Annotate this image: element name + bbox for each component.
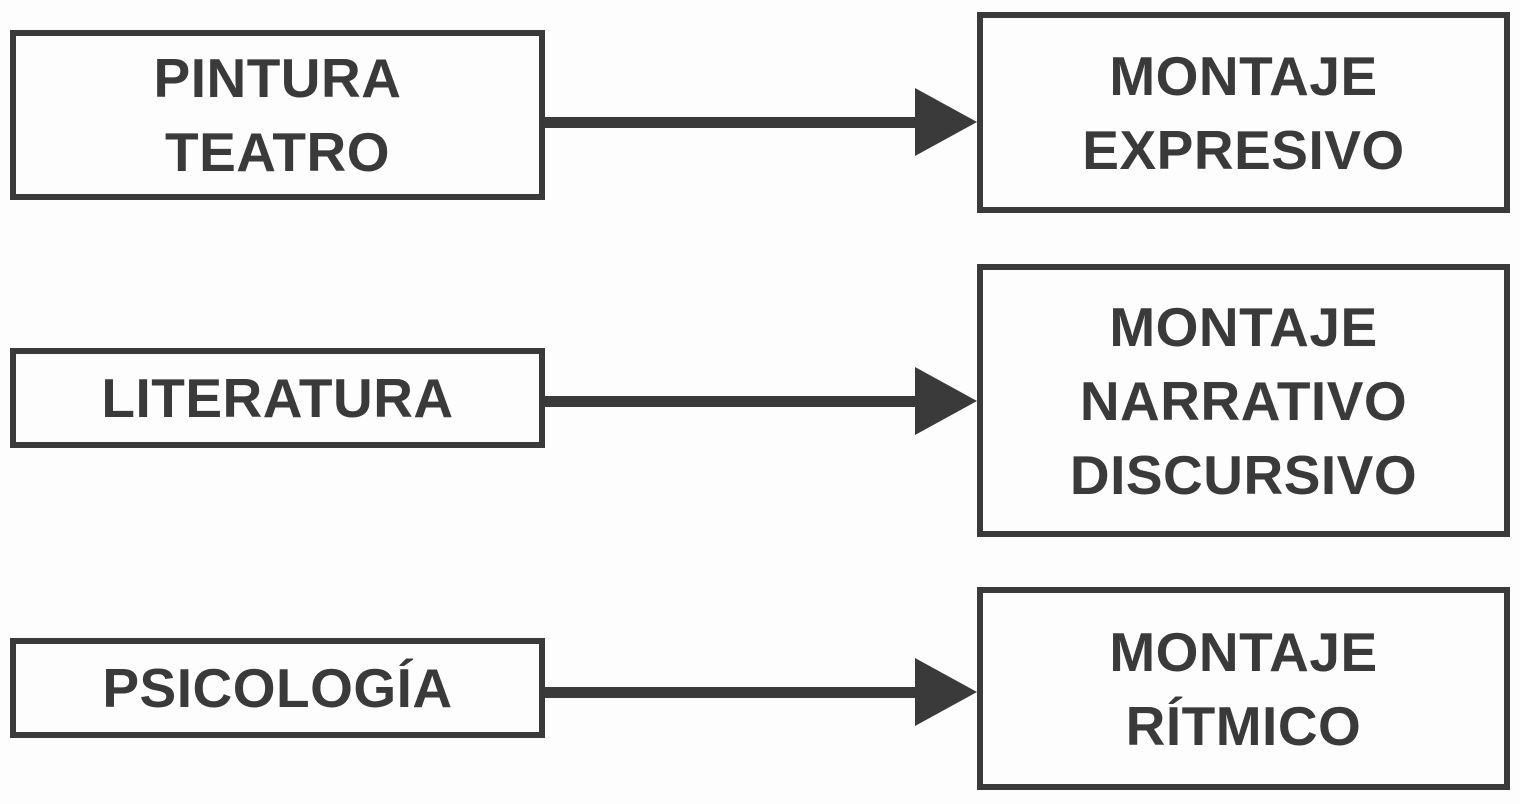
arrow-shaft (545, 116, 920, 128)
box-label-line: DISCURSIVO (1069, 443, 1418, 506)
box-label-line: NARRATIVO (1079, 369, 1408, 432)
box-label-line: PINTURA (153, 47, 402, 109)
right-arrow-icon (545, 657, 977, 727)
arrow-shaft (545, 395, 920, 407)
source-box-literatura: LITERATURA (10, 348, 545, 448)
right-arrow-icon (545, 366, 977, 436)
arrow-shaft (545, 686, 920, 698)
target-box-montaje-narrativo-discursivo: MONTAJE NARRATIVO DISCURSIVO (977, 264, 1510, 537)
box-label-line: EXPRESIVO (1082, 118, 1405, 181)
arrow-head (915, 88, 977, 156)
box-label-line: MONTAJE (1109, 44, 1378, 107)
box-label-line: MONTAJE (1109, 295, 1378, 358)
box-label-line: RÍTMICO (1125, 694, 1362, 757)
box-label-line: MONTAJE (1109, 620, 1378, 683)
right-arrow-icon (545, 87, 977, 157)
source-box-psicologia: PSICOLOGÍA (10, 638, 545, 738)
box-label-line: PSICOLOGÍA (102, 657, 453, 719)
box-label-line: LITERATURA (101, 367, 454, 429)
arrow-head (915, 658, 977, 726)
arrow-head (915, 367, 977, 435)
source-box-pintura-teatro: PINTURA TEATRO (10, 30, 545, 200)
box-label-line: TEATRO (164, 121, 390, 183)
target-box-montaje-ritmico: MONTAJE RÍTMICO (977, 587, 1510, 790)
target-box-montaje-expresivo: MONTAJE EXPRESIVO (977, 12, 1510, 213)
